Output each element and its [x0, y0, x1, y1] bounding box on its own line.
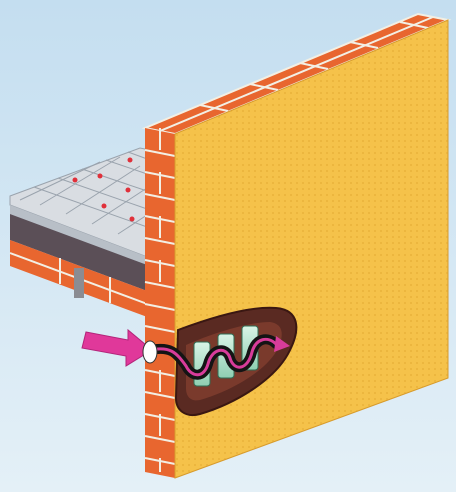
wall-side-bricks [145, 128, 175, 478]
flow-arrowhead [274, 336, 290, 352]
concrete-slab [10, 214, 150, 292]
tiled-floor-slab [9, 147, 151, 318]
tile-grid [19, 151, 151, 235]
tile-dots [72, 157, 135, 222]
air-inlet-arrow [81, 328, 153, 367]
wall-cavity-cutaway [145, 306, 298, 416]
tile-front-edge [10, 205, 150, 266]
flow-path [148, 337, 278, 377]
inlet-opening [142, 340, 158, 364]
support-post [74, 268, 84, 298]
